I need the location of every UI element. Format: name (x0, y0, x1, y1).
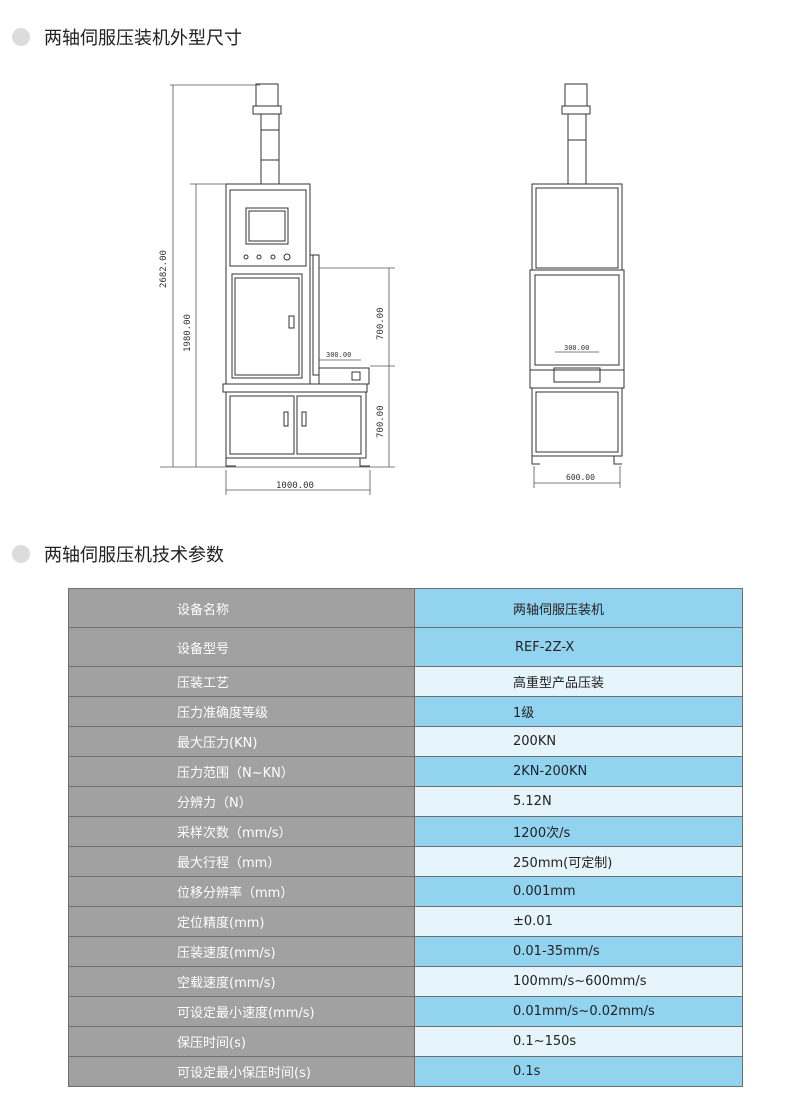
spec-value: 0.001mm (414, 876, 743, 907)
section-title: 两轴伺服压装机外型尺寸 (44, 28, 242, 49)
table-row: 最大压力(KN)200KN (68, 726, 743, 757)
spec-label: 保压时间(s) (68, 1026, 415, 1057)
dim-width: 1000.00 (276, 481, 314, 491)
section-title: 两轴伺服压机技术参数 (44, 545, 224, 566)
spec-value: 1200次/s (414, 816, 743, 847)
spec-value: 0.1s (414, 1056, 743, 1087)
spec-value: 0.01mm/s~0.02mm/s (414, 996, 743, 1027)
spec-value: 5.12N (414, 786, 743, 817)
dim-total-height: 2682.00 (159, 250, 169, 288)
table-row: 最大行程（mm）250mm(可定制) (68, 846, 743, 877)
table-row: 压装工艺高重型产品压装 (68, 666, 743, 697)
dim-lower-700: 700.00 (376, 405, 386, 438)
bullet-icon (12, 545, 30, 563)
spec-label: 采样次数（mm/s） (68, 816, 415, 847)
front-view-drawing: 2682.00 1980.00 700.00 700.00 1000.00 30… (159, 83, 395, 495)
spec-label: 最大行程（mm） (68, 846, 415, 877)
spec-value: REF-2Z-X (414, 627, 743, 667)
section-heading-dimensions: 两轴伺服压装机外型尺寸 (12, 24, 242, 50)
spec-value: 高重型产品压装 (414, 666, 743, 697)
spec-label: 可设定最小保压时间(s) (68, 1056, 415, 1087)
table-row: 可设定最小速度(mm/s)0.01mm/s~0.02mm/s (68, 996, 743, 1027)
spec-value: ±0.01 (414, 906, 743, 937)
spec-label: 分辨力（N） (68, 786, 415, 817)
table-row: 设备名称两轴伺服压装机 (68, 588, 743, 628)
spec-label: 压装速度(mm/s) (68, 936, 415, 967)
spec-value: 0.01-35mm/s (414, 936, 743, 967)
dim-side-stroke: 300.00 (564, 344, 589, 352)
spec-label: 可设定最小速度(mm/s) (68, 996, 415, 1027)
table-row: 压力范围（N~KN）2KN-200KN (68, 756, 743, 787)
section-heading-specs: 两轴伺服压机技术参数 (12, 541, 224, 567)
spec-value: 0.1~150s (414, 1026, 743, 1057)
spec-value: 1级 (414, 696, 743, 727)
table-row: 分辨力（N）5.12N (68, 786, 743, 817)
spec-label: 设备名称 (68, 588, 415, 628)
bullet-icon (12, 28, 30, 46)
table-row: 采样次数（mm/s）1200次/s (68, 816, 743, 847)
dim-stroke: 300.00 (326, 351, 351, 359)
table-row: 压装速度(mm/s)0.01-35mm/s (68, 936, 743, 967)
spec-value: 2KN-200KN (414, 756, 743, 787)
dim-side-width: 600.00 (566, 473, 595, 482)
spec-label: 空载速度(mm/s) (68, 966, 415, 997)
spec-label: 设备型号 (68, 627, 415, 667)
spec-label: 最大压力(KN) (68, 726, 415, 757)
side-view-drawing: 300.00 600.00 (529, 83, 625, 488)
spec-value: 250mm(可定制) (414, 846, 743, 877)
spec-label: 压力准确度等级 (68, 696, 415, 727)
dim-upper-700: 700.00 (376, 307, 386, 340)
spec-label: 位移分辨率（mm） (68, 876, 415, 907)
table-row: 保压时间(s)0.1~150s (68, 1026, 743, 1057)
spec-value: 100mm/s~600mm/s (414, 966, 743, 997)
spec-label: 定位精度(mm) (68, 906, 415, 937)
spec-value: 两轴伺服压装机 (414, 588, 743, 628)
spec-label: 压力范围（N~KN） (68, 756, 415, 787)
spec-label: 压装工艺 (68, 666, 415, 697)
table-row: 可设定最小保压时间(s)0.1s (68, 1056, 743, 1087)
table-row: 定位精度(mm)±0.01 (68, 906, 743, 937)
dim-frame-height: 1980.00 (183, 314, 193, 352)
spec-value: 200KN (414, 726, 743, 757)
table-row: 位移分辨率（mm）0.001mm (68, 876, 743, 907)
table-row: 空载速度(mm/s)100mm/s~600mm/s (68, 966, 743, 997)
